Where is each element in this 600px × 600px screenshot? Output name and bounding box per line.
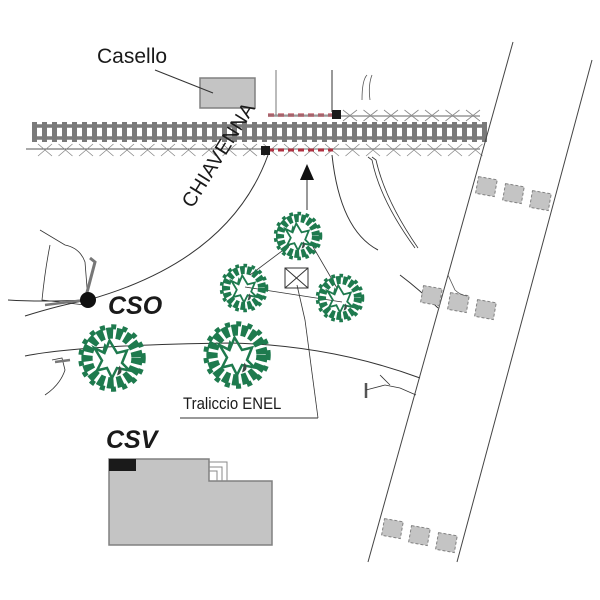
embankment-mark	[242, 143, 258, 157]
tree	[206, 324, 269, 387]
embankment-mark	[445, 109, 460, 122]
embankment-mark	[424, 109, 440, 122]
cso-label: CSO	[108, 292, 163, 320]
embankment-mark	[78, 143, 94, 157]
embankment-mark	[37, 143, 53, 157]
lane-marker	[501, 182, 525, 205]
lane-marker	[446, 291, 470, 314]
embankment-mark	[363, 109, 378, 122]
embankment-mark	[468, 143, 483, 157]
lane-marker	[407, 524, 431, 547]
lane-marker	[474, 175, 498, 198]
chiavenna-road-right-edge	[331, 154, 379, 251]
embankment-mark	[383, 109, 399, 122]
embankment-mark	[140, 143, 155, 157]
embankment-mark	[119, 143, 135, 157]
lane-marker	[380, 517, 404, 540]
lane-marker	[434, 531, 458, 554]
embankment-mark	[465, 109, 481, 122]
tree	[81, 327, 144, 390]
embankment-mark	[160, 143, 176, 157]
casello-building	[199, 77, 256, 109]
road-stub	[364, 374, 417, 398]
embankment-mark	[406, 143, 422, 157]
csv-label: CSV	[106, 426, 158, 454]
embankment-mark	[386, 143, 401, 157]
tree	[222, 266, 267, 311]
embankment-mark	[365, 143, 381, 157]
embankment-mark	[427, 143, 442, 157]
tree	[276, 214, 321, 259]
embankment-mark	[222, 143, 237, 157]
csv-building	[108, 458, 273, 546]
embankment-mark	[99, 143, 114, 157]
lane-marker	[419, 284, 443, 307]
creek	[367, 156, 419, 249]
casello-leader-line	[154, 69, 214, 94]
barrier-bottom-post	[261, 146, 270, 155]
embankment-mark	[404, 109, 419, 122]
embankment-mark	[345, 143, 360, 157]
highway-road	[367, 41, 593, 563]
traliccio-label: Traliccio ENEL	[183, 394, 282, 413]
railway-track	[26, 109, 487, 157]
embankment-mark	[181, 143, 196, 157]
north-arrow	[300, 164, 314, 210]
embankment-mark	[447, 143, 463, 157]
chiavenna-road-left-edge	[87, 154, 269, 301]
embankment-mark	[58, 143, 73, 157]
embankment-mark	[201, 143, 217, 157]
embankment-mark	[342, 109, 358, 122]
casello-label: Casello	[97, 45, 168, 68]
cso-area	[7, 229, 97, 396]
cso-point	[80, 292, 96, 308]
lane-marker	[528, 189, 552, 212]
barrier-top-post	[332, 110, 341, 119]
lane-marker	[473, 298, 497, 321]
tree	[318, 276, 363, 321]
level-crossing	[261, 70, 341, 155]
